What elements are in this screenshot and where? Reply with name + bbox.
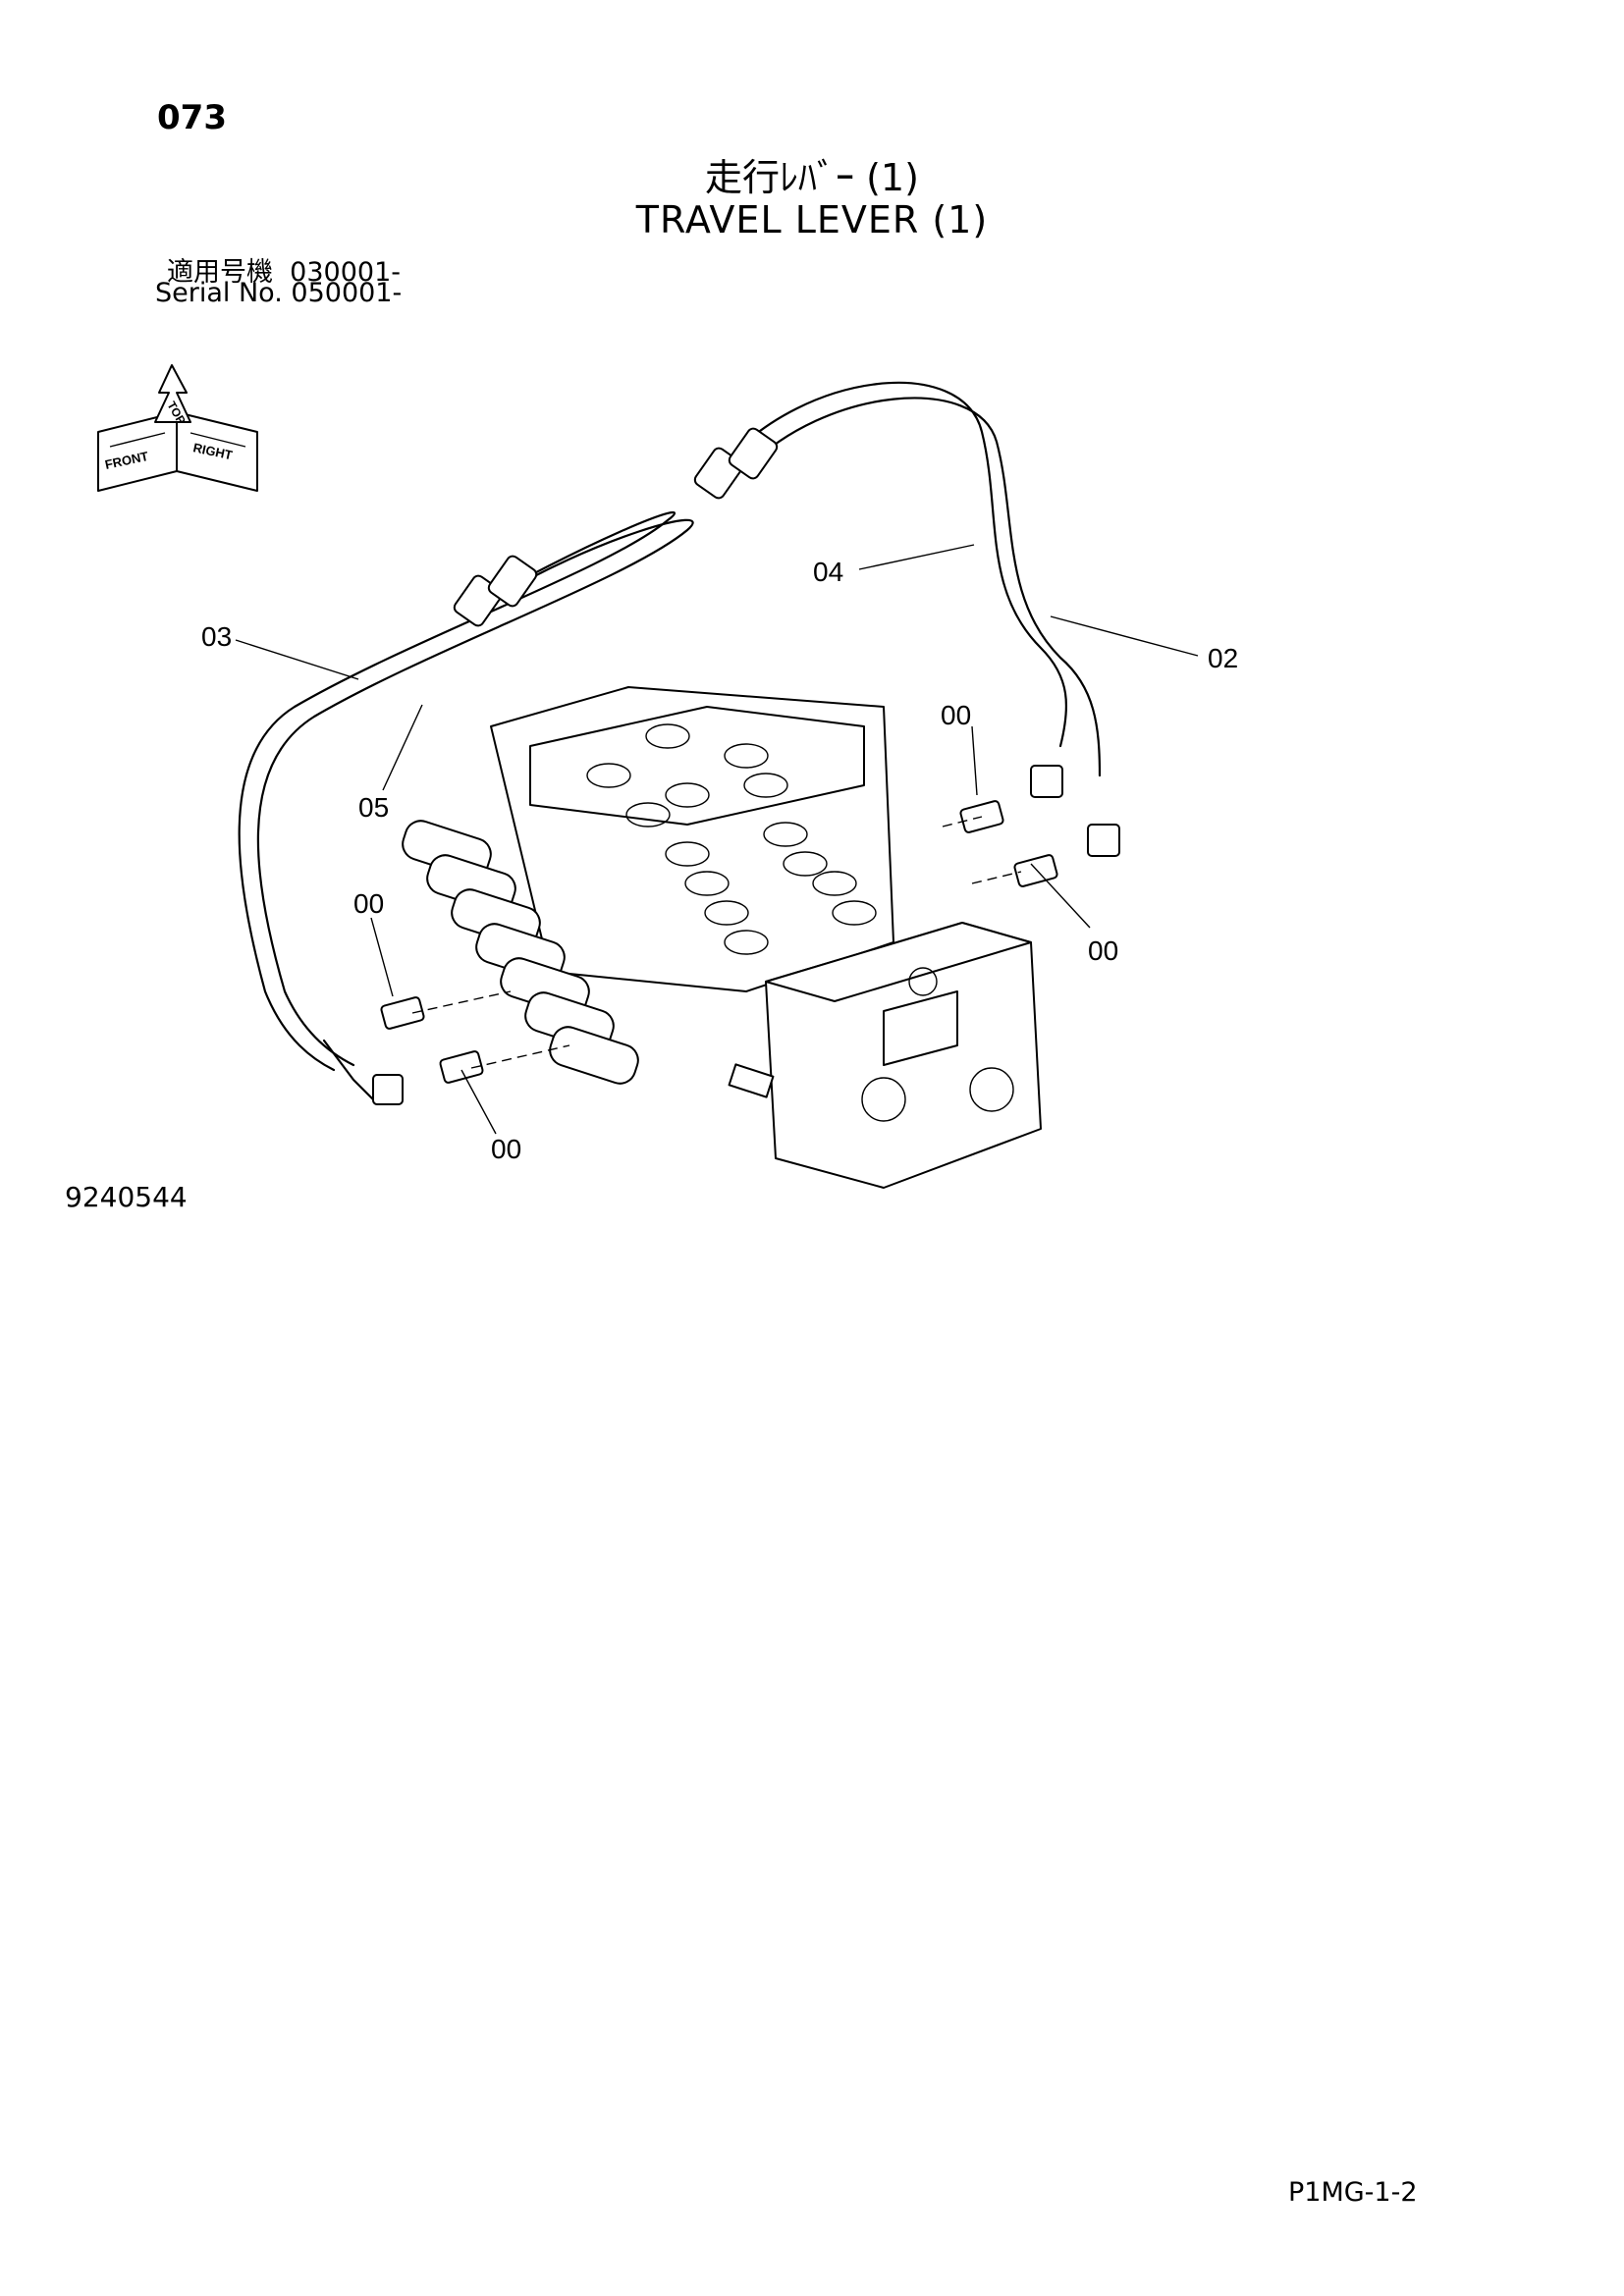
callout-00-left: 00: [353, 888, 384, 919]
hose-04: [693, 381, 1120, 857]
callout-02: 02: [1208, 643, 1238, 673]
leader-lines: [235, 544, 1199, 1135]
page-number: 073: [157, 98, 227, 137]
fitting-right-lower: [1013, 854, 1058, 887]
serial-value-japanese: 030001-: [290, 257, 401, 288]
drawing-number: 9240544: [65, 1181, 188, 1213]
orientation-cube-icon: FRONT TOP RIGHT: [97, 364, 258, 492]
title-english: TRAVEL LEVER (1): [635, 198, 989, 241]
callout-00-top: 00: [941, 700, 971, 730]
callout-00-bottom: 00: [491, 1134, 521, 1164]
title-japanese: 走行ﾚﾊﾞｰ (1): [705, 156, 919, 199]
serial-label-japanese: 適用号機: [167, 257, 273, 288]
callout-03: 03: [201, 621, 232, 652]
callout-00-right: 00: [1088, 935, 1118, 966]
fitting-left-lower: [439, 1050, 484, 1084]
hose-03: [238, 510, 694, 1105]
serial-row-english: Serial No. 050001-: [155, 278, 402, 308]
fitting-left-upper: [380, 996, 425, 1030]
serial-row-japanese: 適用号機 030001-: [167, 250, 401, 289]
serial-label-english: Serial No.: [155, 278, 283, 308]
callout-05: 05: [358, 792, 389, 823]
control-valve-block: [402, 686, 1042, 1189]
callout-04: 04: [813, 557, 843, 587]
page-code: P1MG-1-2: [1288, 2177, 1418, 2208]
serial-value-english: 050001-: [291, 278, 403, 308]
